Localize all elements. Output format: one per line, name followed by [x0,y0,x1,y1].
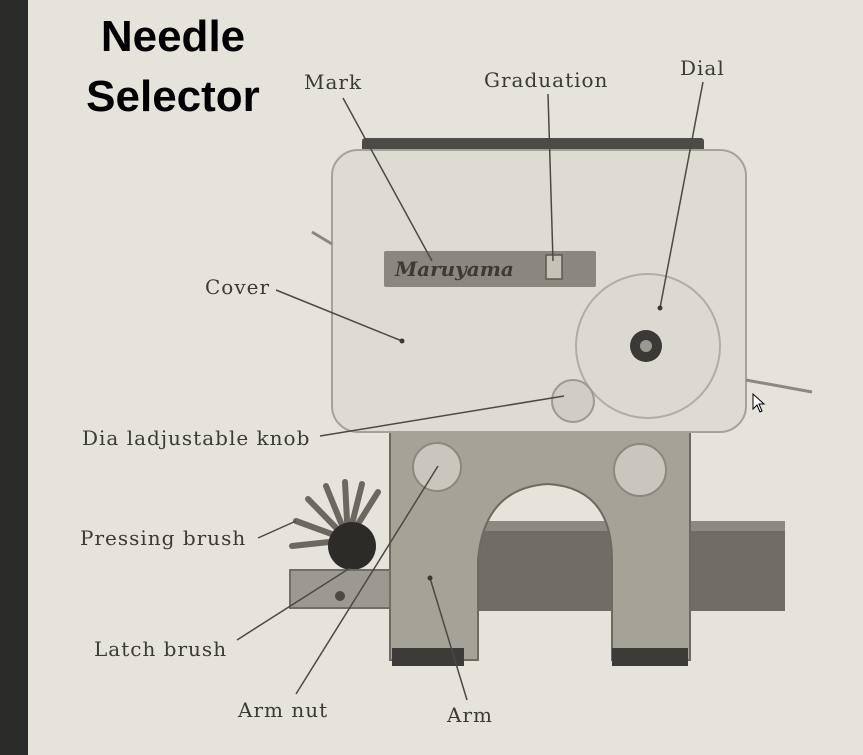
arm-anchor-dot [427,575,433,581]
label-arm-nut: Arm nut [238,698,329,722]
cover-top-edge [362,138,704,152]
label-graduation: Graduation [484,68,609,92]
latch-brush [328,522,376,570]
label-cover: Cover [205,275,271,299]
dial-hub-center [640,340,652,352]
title-line-1: Needle [100,12,246,61]
label-dial: Dial [680,56,725,80]
brand-plate [384,251,596,287]
cover-anchor-dot [399,338,405,344]
label-dial-adjustable-knob: Dia ladjustable knob [82,426,311,450]
label-latch-brush: Latch brush [94,637,228,661]
label-mark: Mark [304,70,363,94]
dial-anchor-dot [657,305,663,311]
arm-foot-left [392,648,464,666]
brush-mount-plate [289,569,391,609]
label-pressing-brush: Pressing brush [80,526,247,550]
arm-nut-right [613,443,667,497]
arm-bracket [389,431,691,661]
right-lever [745,378,813,394]
brand-plate-text: Maruyama [394,257,514,281]
mouse-cursor-icon [752,393,766,413]
label-arm: Arm [447,703,493,727]
mount-screw [335,591,345,601]
title-line-2: Selector [86,72,260,121]
dial-adjustable-knob [551,379,595,423]
arm-foot-right [612,648,688,666]
graduation-window [545,254,563,280]
leader-lines [236,81,704,701]
left-pin-top [311,230,333,246]
